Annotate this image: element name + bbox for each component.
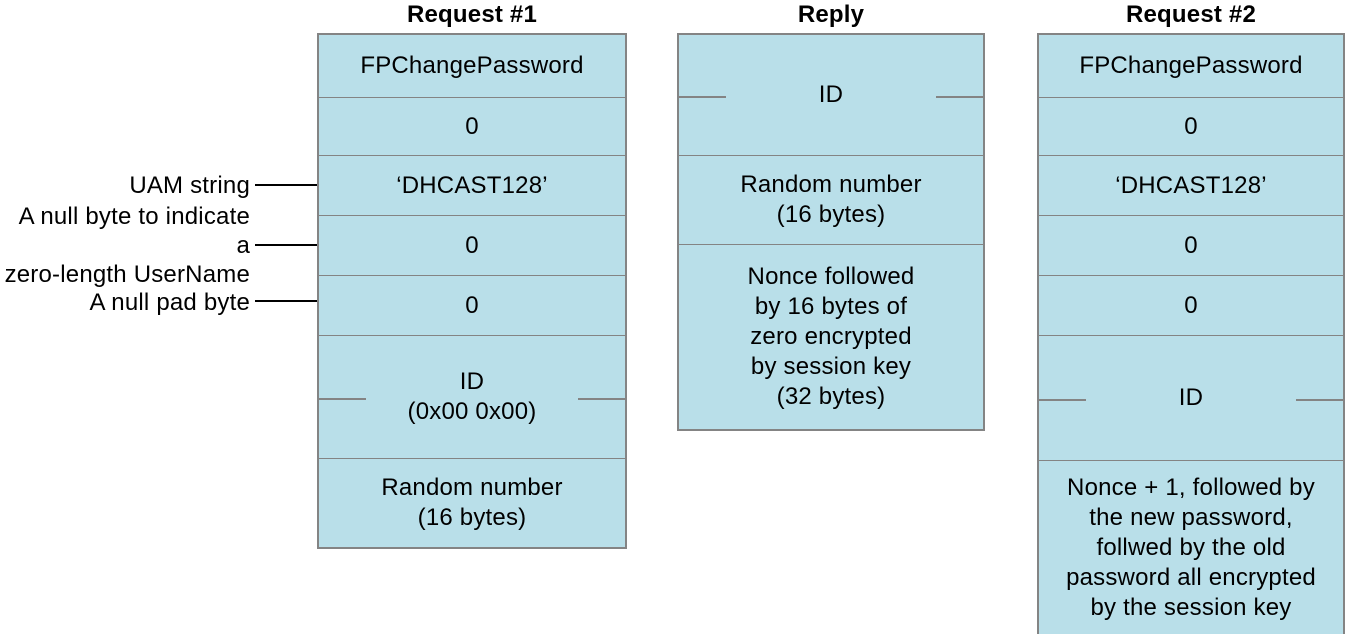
field-cell: FPChangePassword <box>1039 35 1343 97</box>
field-cell: 0 <box>1039 97 1343 155</box>
packet-box: FPChangePassword 0 ‘DHCAST128’ 0 0 ID (0x00 0… <box>317 33 627 549</box>
field-cell: 0 <box>319 275 625 335</box>
span-tick-right <box>1296 399 1343 402</box>
annotation-label: A null byte to indicate a zero-length Us… <box>4 203 250 288</box>
field-cell: ID <box>679 35 983 155</box>
span-tick-left <box>319 398 366 401</box>
field-label: ID <box>818 81 844 108</box>
span-tick-left <box>1039 399 1086 402</box>
column-title: Request #2 <box>1125 1 1257 28</box>
annotation-connector-line <box>255 183 335 187</box>
field-label: ‘DHCAST128’ <box>396 171 548 199</box>
field-label: 0 <box>1184 231 1198 259</box>
field-label: ID <box>1178 384 1204 411</box>
field-label: Nonce followed by 16 bytes of zero encry… <box>747 263 915 410</box>
field-label: 0 <box>465 231 479 259</box>
field-label: 0 <box>465 291 479 319</box>
field-label: 0 <box>1184 291 1198 319</box>
field-cell: 0 <box>319 97 625 155</box>
field-label: 0 <box>465 112 479 140</box>
annotation-connector-line <box>255 299 335 303</box>
field-cell: 0 <box>1039 275 1343 335</box>
field-cell: FPChangePassword <box>319 35 625 97</box>
field-cell: ID <box>1039 335 1343 460</box>
span-tick-right <box>936 96 983 99</box>
annotation-label: A null pad byte <box>89 289 250 316</box>
field-label: FPChangePassword <box>360 52 584 79</box>
field-cell: Random number (16 bytes) <box>319 458 625 547</box>
annotation-connector-line <box>255 243 335 247</box>
span-tick-right <box>578 398 625 401</box>
field-cell: 0 <box>1039 215 1343 275</box>
field-label: ‘DHCAST128’ <box>1115 171 1267 199</box>
field-cell: Nonce followed by 16 bytes of zero encry… <box>679 244 983 429</box>
column-title: Reply <box>797 1 865 28</box>
field-label: 0 <box>1184 112 1198 140</box>
field-cell: ID (0x00 0x00) <box>319 335 625 458</box>
field-label: Random number (16 bytes) <box>740 171 922 228</box>
field-label: ID (0x00 0x00) <box>407 368 537 425</box>
packet-box: ID Random number (16 bytes) Nonce followed… <box>677 33 985 431</box>
field-label: FPChangePassword <box>1079 52 1303 79</box>
field-label: Random number (16 bytes) <box>381 474 563 531</box>
column-title: Request #1 <box>406 1 538 28</box>
field-cell: ‘DHCAST128’ <box>319 155 625 215</box>
field-cell: Nonce + 1, followed by the new password,… <box>1039 460 1343 634</box>
annotation-label: UAM string <box>129 172 250 199</box>
field-cell: Random number (16 bytes) <box>679 155 983 244</box>
field-cell: ‘DHCAST128’ <box>1039 155 1343 215</box>
span-tick-left <box>679 96 726 99</box>
field-label: Nonce + 1, followed by the new password,… <box>1066 473 1316 621</box>
field-cell: 0 <box>319 215 625 275</box>
